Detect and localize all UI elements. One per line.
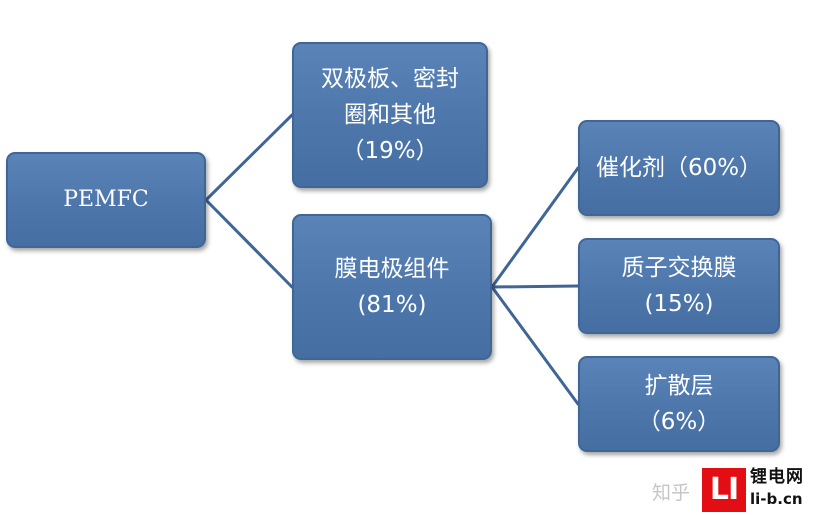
node-membrane-electrode-assembly: 膜电极组件 (81%)	[292, 214, 492, 360]
connector-root-mea	[204, 198, 294, 289]
site-brand: 锂电网 li-b.cn	[750, 466, 812, 510]
node-bipolar-plates-seals-other: 双极板、密封 圈和其他 （19%）	[292, 42, 488, 188]
li-b-logo-icon: LI	[702, 468, 746, 512]
node-diffusion-layer: 扩散层 （6%）	[578, 356, 780, 452]
node-pemfc: PEMFC	[6, 152, 206, 248]
site-url: li-b.cn	[750, 490, 803, 508]
node-label-line: 质子交换膜	[621, 255, 737, 281]
connector-mea-diffusion	[490, 285, 580, 406]
node-label-line: 催化剂（60%）	[595, 155, 763, 181]
node-percent: (81%)	[357, 292, 427, 318]
node-label-line: 扩散层	[644, 373, 714, 399]
node-percent: （6%）	[637, 409, 721, 435]
node-proton-exchange-membrane: 质子交换膜 (15%)	[578, 238, 780, 334]
connector-mea-catalyst	[490, 166, 580, 289]
connector-mea-membrane	[490, 284, 580, 289]
node-catalyst: 催化剂（60%）	[578, 120, 780, 216]
node-label-line: 圈和其他	[344, 102, 436, 128]
watermark: 知乎 LI 锂电网 li-b.cn	[652, 466, 812, 514]
node-label-line: 双极板、密封	[321, 66, 459, 92]
node-label-line: 膜电极组件	[334, 256, 450, 282]
connector-root-bipolar	[204, 113, 294, 202]
node-percent: (15%)	[644, 291, 714, 317]
zhihu-watermark-text: 知乎	[652, 482, 691, 504]
node-percent: （19%）	[341, 138, 439, 164]
node-label: PEMFC	[63, 187, 149, 212]
site-name: 锂电网	[750, 467, 804, 487]
